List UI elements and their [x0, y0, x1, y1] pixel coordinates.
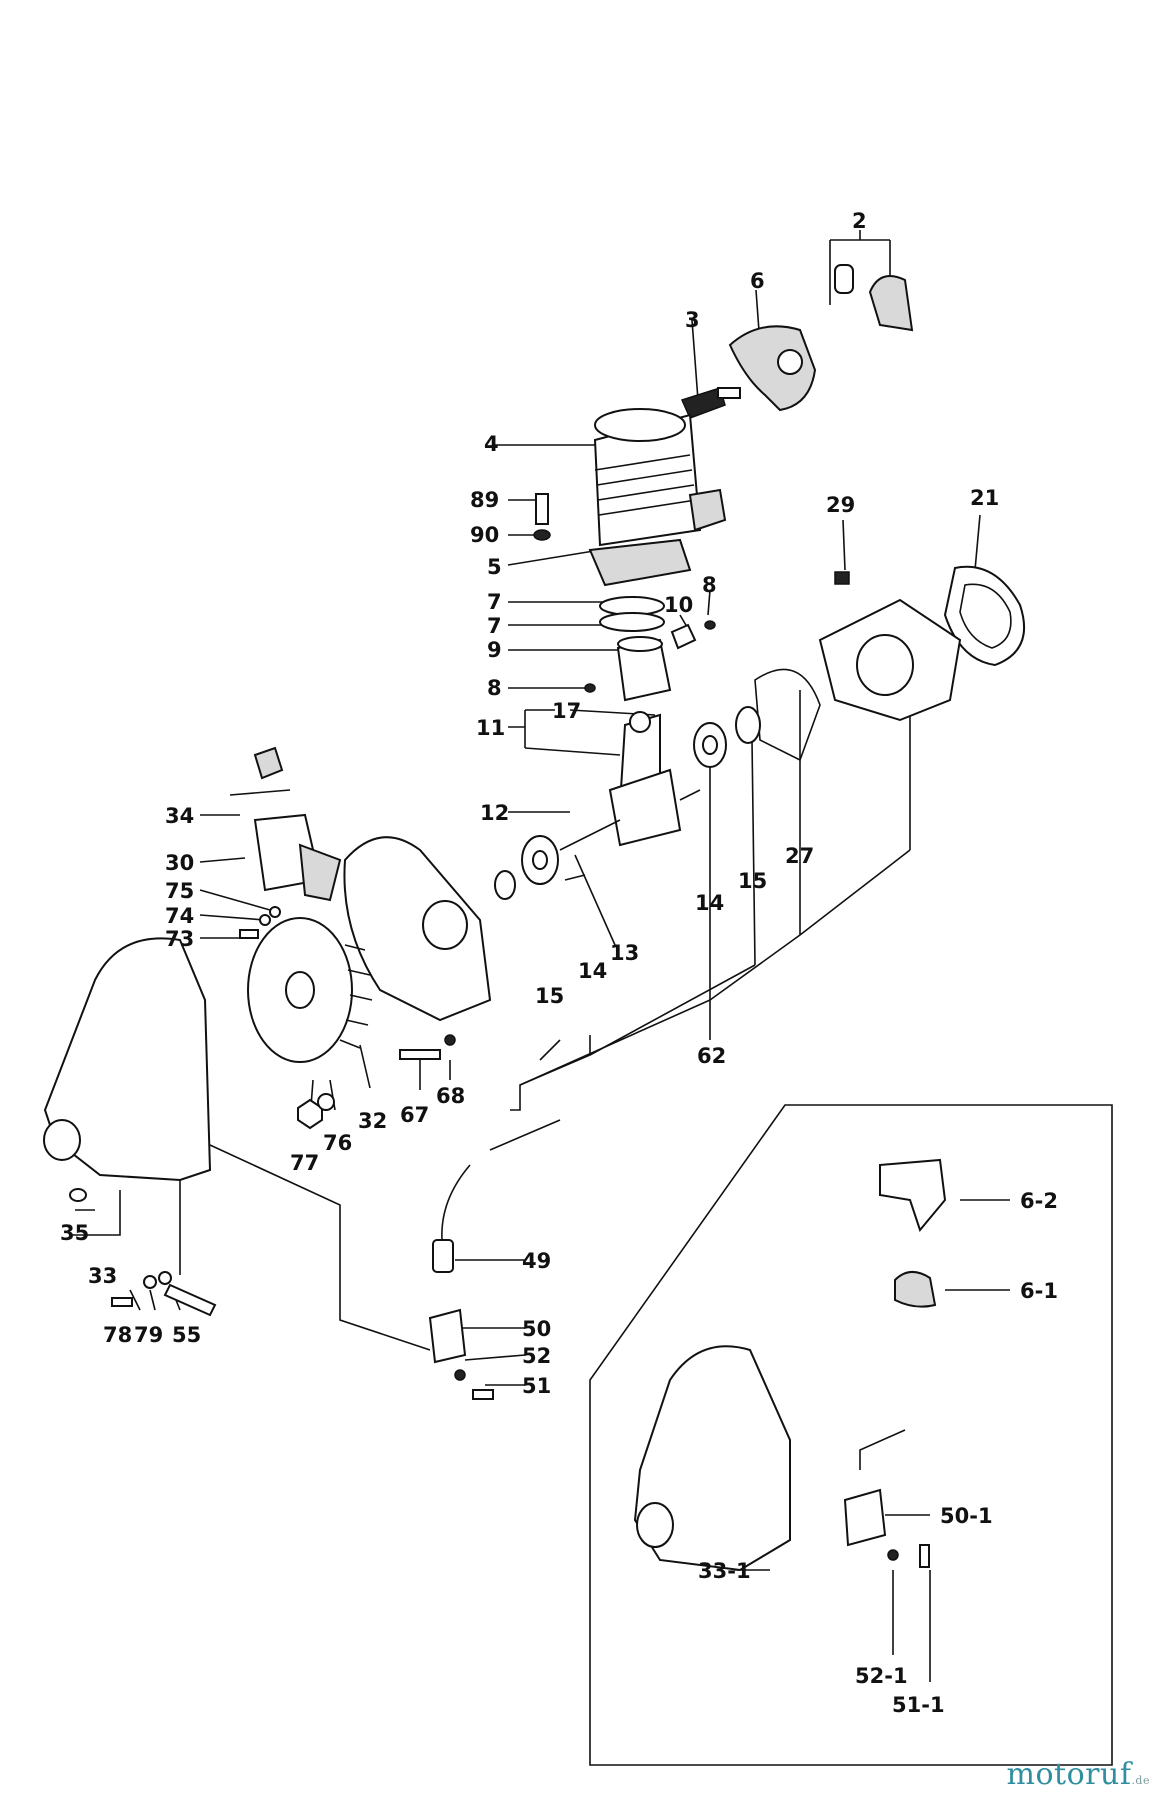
label-73: 73 — [165, 927, 194, 951]
part-10-piston-pin — [670, 620, 716, 650]
part-50-1-ignition-module — [843, 1429, 930, 1568]
part-49-spark-cable — [432, 1119, 561, 1273]
label-33-1: 33-1 — [698, 1559, 751, 1583]
part-67-68-bolts — [399, 1034, 456, 1060]
part-fan-housing — [343, 836, 492, 1022]
label-89: 89 — [470, 488, 499, 512]
label-6: 6 — [750, 269, 765, 293]
part-9-piston — [584, 636, 672, 702]
part-11-crankshaft-rod — [559, 711, 701, 851]
label-51: 51 — [522, 1374, 551, 1398]
label-13: 13 — [610, 941, 639, 965]
part-27-crankcase-half — [754, 598, 962, 762]
label-35: 35 — [60, 1221, 89, 1245]
label-21: 21 — [970, 486, 999, 510]
label-49: 49 — [522, 1249, 551, 1273]
label-6-2: 6-2 — [1020, 1189, 1058, 1213]
label-76: 76 — [323, 1131, 352, 1155]
part-7-piston-rings — [599, 596, 665, 632]
label-32: 32 — [358, 1109, 387, 1133]
label-50: 50 — [522, 1317, 551, 1341]
part-73-74-75-screws — [239, 906, 281, 939]
label-15b: 15 — [535, 984, 564, 1008]
part-6-heat-shield — [728, 325, 817, 412]
label-68: 68 — [436, 1084, 465, 1108]
part-76-77-nut-washer — [297, 1093, 335, 1130]
label-51-1: 51-1 — [892, 1693, 945, 1717]
leader-lines — [70, 230, 1113, 1766]
label-30: 30 — [165, 851, 194, 875]
label-50-1: 50-1 — [940, 1504, 993, 1528]
part-78-79-55-parts — [111, 1271, 217, 1317]
part-5-gasket — [588, 538, 692, 587]
part-34-30-ignition-coil — [229, 746, 342, 902]
label-78: 78 — [103, 1323, 132, 1347]
label-15a: 15 — [738, 869, 767, 893]
part-14-15-bearings — [494, 706, 761, 900]
part-33-starter-housing — [43, 937, 212, 1202]
label-8a: 8 — [702, 573, 717, 597]
part-2-primer-bulb — [834, 264, 914, 332]
label-3: 3 — [685, 308, 700, 332]
label-52-1: 52-1 — [855, 1664, 908, 1688]
label-11: 11 — [476, 716, 505, 740]
label-4: 4 — [484, 432, 499, 456]
label-27: 27 — [785, 844, 814, 868]
label-67: 67 — [400, 1103, 429, 1127]
part-6-1-cap — [894, 1271, 937, 1308]
label-34: 34 — [165, 804, 194, 828]
label-90: 90 — [470, 523, 499, 547]
part-21-gasket-ring — [943, 565, 1026, 667]
label-74: 74 — [165, 904, 194, 928]
label-14b: 14 — [578, 959, 607, 983]
label-77: 77 — [290, 1151, 319, 1175]
part-6-2-shield — [879, 1158, 947, 1233]
label-17: 17 — [552, 699, 581, 723]
watermark-tld: .de — [1131, 1774, 1150, 1787]
label-62: 62 — [697, 1044, 726, 1068]
part-4-cylinder — [593, 408, 727, 547]
part-50-ignition-module — [428, 1308, 494, 1400]
label-14a: 14 — [695, 891, 724, 915]
label-8b: 8 — [487, 676, 502, 700]
label-52: 52 — [522, 1344, 551, 1368]
part-labels: 2 6 3 4 89 90 5 7 7 9 8 10 8 29 21 11 17… — [60, 209, 1058, 1717]
part-32-flywheel — [247, 917, 373, 1063]
label-33: 33 — [88, 1264, 117, 1288]
label-29: 29 — [826, 493, 855, 517]
watermark-brand: motoruf — [1006, 1757, 1132, 1792]
label-12: 12 — [480, 801, 509, 825]
label-75: 75 — [165, 879, 194, 903]
watermark: motoruf.de — [1007, 1757, 1150, 1792]
label-55: 55 — [172, 1323, 201, 1347]
label-6-1: 6-1 — [1020, 1279, 1058, 1303]
label-10: 10 — [664, 593, 693, 617]
label-79: 79 — [134, 1323, 163, 1347]
label-9: 9 — [487, 638, 502, 662]
label-2: 2 — [852, 209, 867, 233]
label-7b: 7 — [487, 614, 502, 638]
part-3-spark-plug — [680, 387, 741, 419]
part-33-1-starter-housing — [633, 1345, 791, 1572]
label-5: 5 — [487, 555, 502, 579]
part-29-spring — [834, 571, 850, 585]
label-7a: 7 — [487, 590, 502, 614]
part-89-90-bolt-washer — [533, 493, 551, 541]
